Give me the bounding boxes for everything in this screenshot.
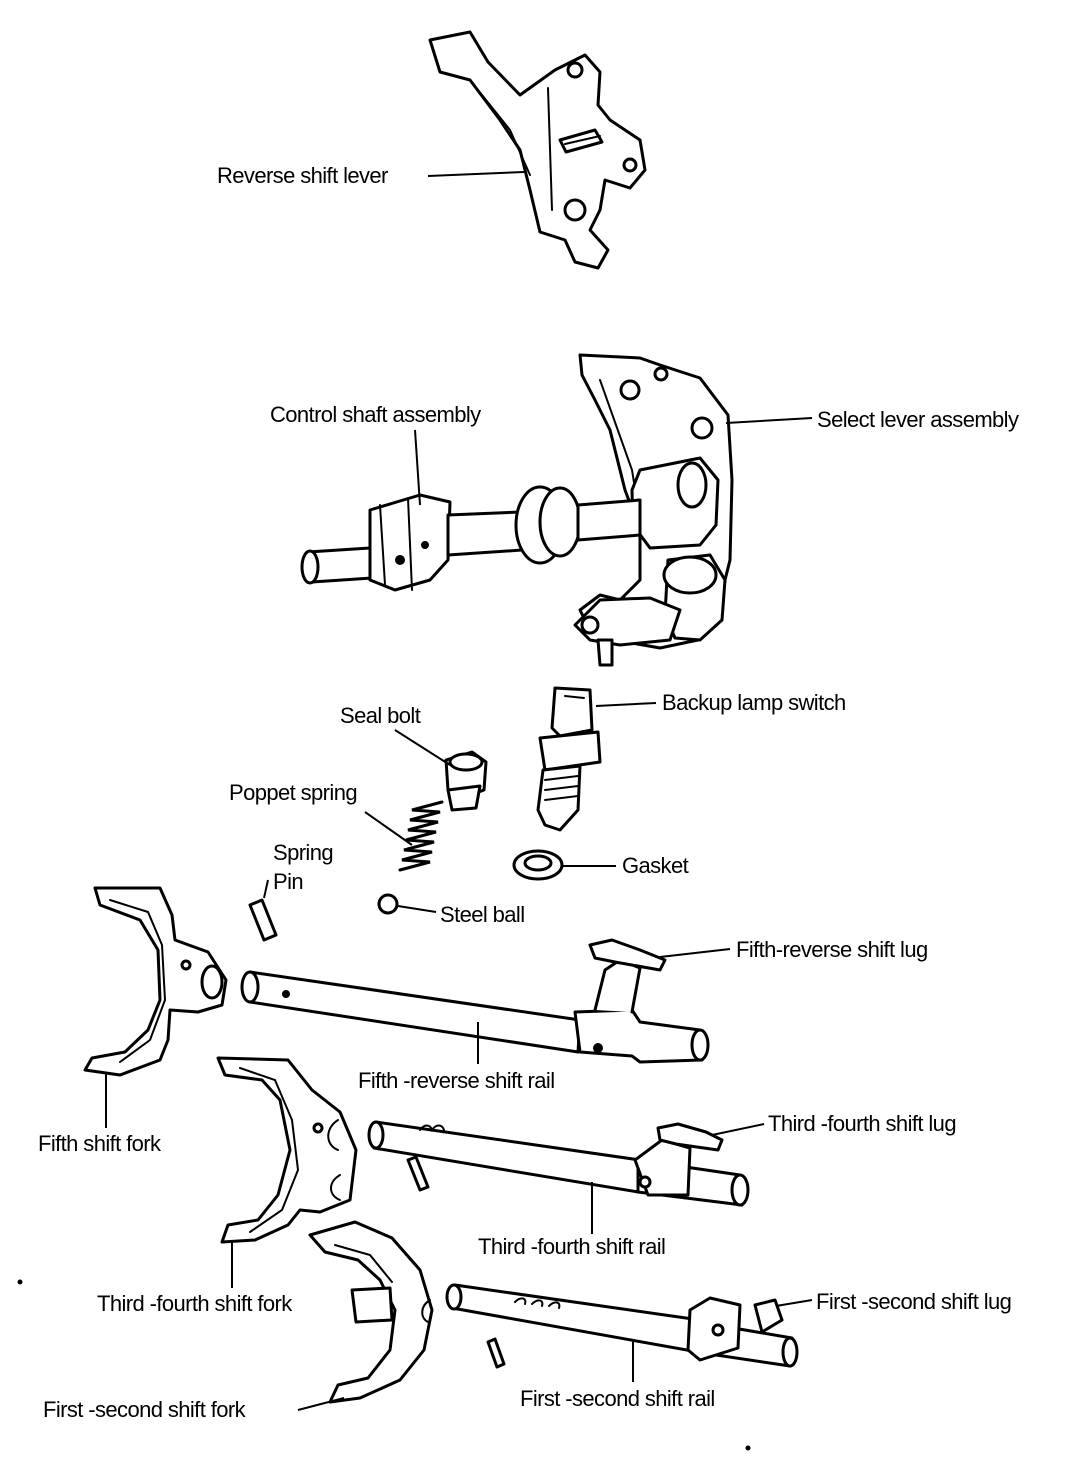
leader-lines <box>105 171 813 1411</box>
gasket-part <box>512 849 564 881</box>
label-control-shaft-assembly: Control shaft assembly <box>270 402 481 427</box>
third-fourth-shift-fork-part <box>216 1056 358 1244</box>
backup-lamp-switch-part <box>536 686 602 832</box>
speck <box>17 1279 23 1285</box>
label-gasket: Gasket <box>622 853 689 878</box>
label-fifth-shift-fork: Fifth shift fork <box>38 1131 161 1156</box>
control-shaft-assembly-part <box>300 485 642 592</box>
label-third-fourth-shift-rail: Third -fourth shift rail <box>478 1234 666 1259</box>
steel-ball-part <box>377 893 399 915</box>
first-second-shift-fork-part <box>308 1220 434 1404</box>
speck <box>745 1445 751 1451</box>
poppet-spring-part <box>398 800 444 872</box>
reverse-shift-lever-part <box>428 30 647 270</box>
spring-pin-part <box>248 898 506 1369</box>
label-seal-bolt: Seal bolt <box>340 703 421 728</box>
label-fifth-reverse-shift-rail: Fifth -reverse shift rail <box>358 1068 555 1093</box>
select-lever-assembly-part <box>573 353 734 667</box>
label-poppet-spring: Poppet spring <box>229 780 358 805</box>
label-spring-pin-line2: Pin <box>273 869 304 894</box>
label-first-second-shift-fork: First -second shift fork <box>43 1397 246 1422</box>
first-second-shift-rail-part <box>445 1283 799 1368</box>
label-spring-pin-line1: Spring <box>273 840 334 865</box>
third-fourth-shift-rail-part <box>367 1120 750 1207</box>
label-fifth-reverse-shift-lug: Fifth-reverse shift lug <box>736 937 928 962</box>
label-steel-ball: Steel ball <box>440 902 525 927</box>
seal-bolt-part <box>444 750 488 812</box>
label-first-second-shift-rail: First -second shift rail <box>520 1386 715 1411</box>
label-third-fourth-shift-lug: Third -fourth shift lug <box>768 1111 957 1136</box>
label-first-second-shift-lug: First -second shift lug <box>816 1289 1012 1314</box>
label-reverse-shift-lever: Reverse shift lever <box>217 163 388 188</box>
label-select-lever-assembly: Select lever assembly <box>817 407 1019 432</box>
fifth-reverse-shift-rail-part <box>240 938 710 1064</box>
label-backup-lamp-switch: Backup lamp switch <box>662 690 846 715</box>
fifth-shift-fork-part <box>83 886 228 1077</box>
label-third-fourth-shift-fork: Third -fourth shift fork <box>97 1291 292 1316</box>
